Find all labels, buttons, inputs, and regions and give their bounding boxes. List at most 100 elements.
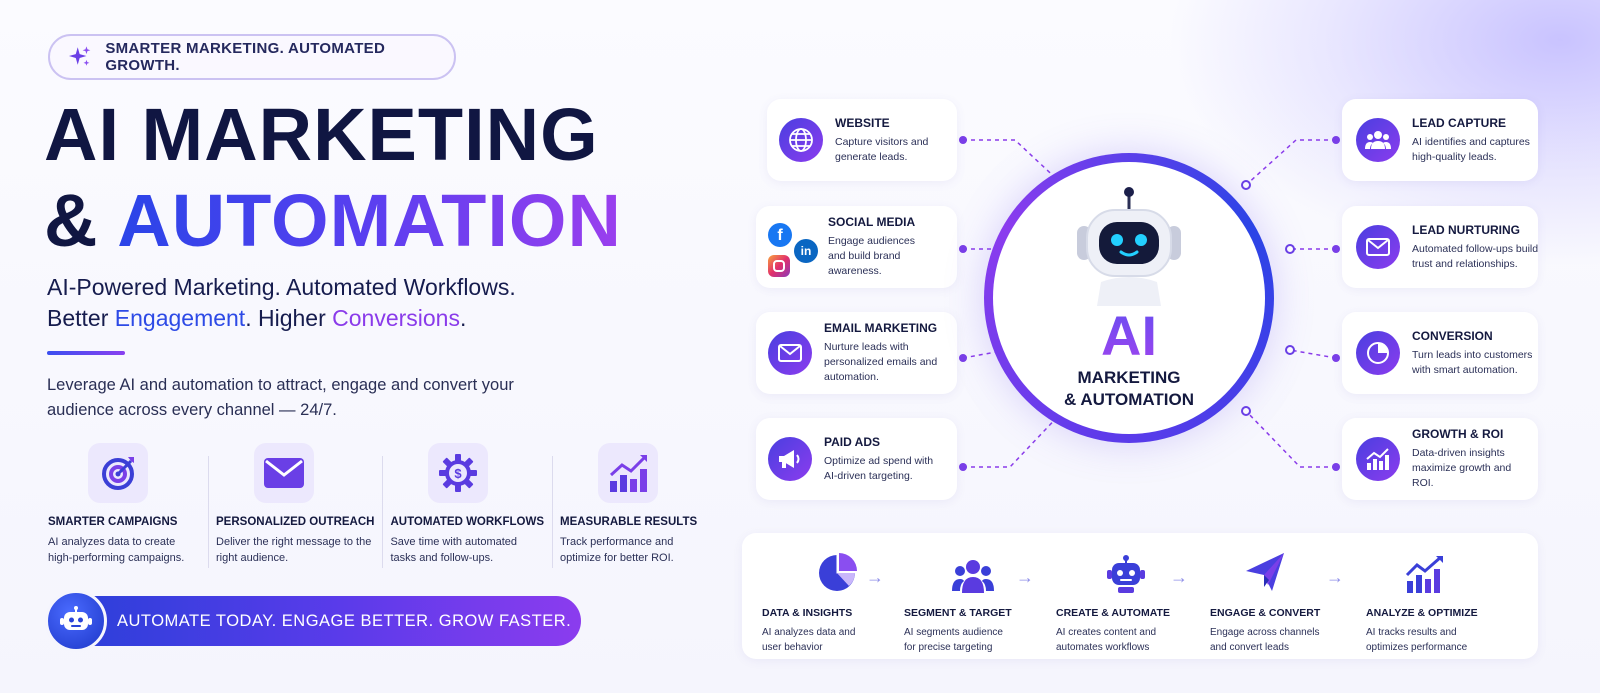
process-flow: DATA & INSIGHTS AI analyzes data and use… — [742, 533, 1538, 659]
growth-chart-icon — [1356, 437, 1400, 481]
instagram-icon — [768, 255, 790, 277]
target-icon — [88, 443, 148, 503]
feature-title: MEASURABLE RESULTS — [560, 516, 698, 528]
node-desc: Data-driven insights maximize growth and… — [1412, 447, 1512, 489]
title-highlight: AUTOMATION — [117, 179, 622, 262]
title-ampersand: & — [44, 179, 118, 262]
megaphone-icon — [768, 437, 812, 481]
envelope-icon — [254, 443, 315, 503]
arrow-right-icon: → — [1170, 567, 1188, 587]
hub-label-line-2: & AUTOMATION — [1063, 390, 1194, 409]
flow-step-title: CREATE & AUTOMATE — [1056, 607, 1170, 619]
arrow-right-icon: → — [1016, 567, 1034, 587]
flow-step-desc: AI creates content and automates workflo… — [1056, 627, 1157, 653]
subtitle-line-1: AI-Powered Marketing. Automated Workflow… — [47, 274, 516, 300]
hub-label: MARKETING & AUTOMATION — [993, 367, 1265, 411]
node-desc: Turn leads into customers with smart aut… — [1412, 348, 1533, 376]
subtitle-text: . — [459, 305, 467, 331]
node-paid-ads[interactable]: PAID ADS Optimize ad spend with AI-drive… — [756, 418, 957, 500]
hub-ai-text: AI — [993, 308, 1265, 364]
title-line-2: & AUTOMATION — [44, 178, 622, 264]
bar-chart-icon — [598, 443, 658, 503]
node-desc: Automated follow-ups build trust and rel… — [1412, 242, 1539, 270]
cta-text: AUTOMATE TODAY. ENGAGE BETTER. GROW FAST… — [117, 611, 572, 630]
node-social-media[interactable]: f in SOCIAL MEDIA Engage audiences and b… — [756, 206, 957, 288]
social-icons: f in — [766, 217, 822, 277]
node-desc: AI identifies and captures high-quality … — [1412, 135, 1530, 163]
feature-title: PERSONALIZED OUTREACH — [216, 516, 375, 528]
node-conversion[interactable]: CONVERSION Turn leads into customers wit… — [1342, 312, 1538, 394]
node-email-marketing[interactable]: EMAIL MARKETING Nurture leads with perso… — [756, 312, 957, 394]
subtitle-text: Better — [47, 305, 115, 331]
node-title: SOCIAL MEDIA — [828, 215, 916, 229]
users-icon — [904, 547, 1054, 593]
paper-plane-icon — [1210, 547, 1360, 593]
node-desc: Nurture leads with personalized emails a… — [824, 341, 938, 383]
subtitle: AI-Powered Marketing. Automated Workflow… — [47, 272, 516, 334]
node-title: EMAIL MARKETING — [824, 321, 938, 335]
node-title: LEAD NURTURING — [1412, 222, 1520, 237]
feature-measurable-results: MEASURABLE RESULTS Track performance and… — [552, 440, 720, 575]
subtitle-text: . Higher — [245, 305, 333, 331]
globe-icon — [779, 118, 823, 162]
envelope-icon — [1356, 225, 1400, 269]
node-desc: Engage audiences and build brand awarene… — [828, 235, 915, 277]
growth-chart-icon — [1366, 547, 1516, 593]
flow-step-analyze-optimize: ANALYZE & OPTIMIZE AI tracks results and… — [1366, 533, 1516, 655]
robot-icon — [1077, 187, 1181, 306]
tagline-badge: SMARTER MARKETING. AUTOMATED GROWTH. — [48, 34, 456, 80]
flow-step-title: SEGMENT & TARGET — [904, 607, 1012, 619]
feature-desc: Save time with automated tasks and follo… — [390, 536, 518, 564]
feature-desc: AI analyzes data to create high-performi… — [48, 536, 185, 564]
node-website[interactable]: WEBSITE Capture visitors and generate le… — [767, 99, 957, 181]
flow-step-desc: AI analyzes data and user behavior — [762, 627, 856, 653]
flow-step-title: ANALYZE & OPTIMIZE — [1366, 607, 1478, 619]
flow-step-desc: Engage across channels and convert leads — [1210, 627, 1320, 653]
flow-step-title: DATA & INSIGHTS — [762, 607, 853, 619]
gear-dollar-icon: $ — [428, 443, 489, 503]
linkedin-icon: in — [794, 239, 818, 263]
pie-chart-icon — [1356, 331, 1400, 375]
flow-step-data-insights: DATA & INSIGHTS AI analyzes data and use… — [762, 533, 912, 655]
node-lead-capture[interactable]: LEAD CAPTURE AI identifies and captures … — [1342, 99, 1538, 181]
feature-title: AUTOMATED WORKFLOWS — [390, 516, 544, 528]
envelope-icon — [768, 331, 812, 375]
hub-label-line-1: MARKETING — [1077, 368, 1181, 387]
svg-text:$: $ — [455, 466, 463, 481]
robot-icon — [45, 590, 107, 652]
flow-step-create-automate: CREATE & AUTOMATE AI creates content and… — [1056, 533, 1206, 655]
hub-circle: AI MARKETING & AUTOMATION — [984, 153, 1274, 443]
feature-desc: Track performance and optimize for bette… — [560, 536, 674, 564]
flow-step-segment-target: SEGMENT & TARGET AI segments audience fo… — [904, 533, 1054, 655]
node-title: WEBSITE — [835, 115, 890, 130]
feature-personalized-outreach: PERSONALIZED OUTREACH Deliver the right … — [208, 440, 382, 575]
feature-title: SMARTER CAMPAIGNS — [48, 516, 178, 528]
node-title: GROWTH & ROI — [1412, 427, 1504, 441]
page-title: AI MARKETING & AUTOMATION — [44, 92, 622, 264]
sparkle-icon — [68, 46, 91, 66]
tagline-text: SMARTER MARKETING. AUTOMATED GROWTH. — [105, 40, 386, 74]
feature-automated-workflows: $ AUTOMATED WORKFLOWS Save time with aut… — [382, 440, 552, 575]
node-desc: Optimize ad spend with AI-driven targeti… — [824, 454, 934, 482]
robot-icon — [1056, 547, 1206, 593]
pie-chart-icon — [762, 547, 912, 593]
flow-step-engage-convert: ENGAGE & CONVERT Engage across channels … — [1210, 533, 1360, 655]
node-title: LEAD CAPTURE — [1412, 115, 1507, 130]
subtitle-conversions: Conversions — [332, 305, 460, 331]
arrow-right-icon: → — [866, 567, 884, 587]
feature-smarter-campaigns: SMARTER CAMPAIGNS AI analyzes data to cr… — [40, 440, 208, 575]
node-title: PAID ADS — [824, 434, 881, 449]
node-desc: Capture visitors and generate leads. — [835, 135, 929, 163]
node-growth-roi[interactable]: GROWTH & ROI Data-driven insights maximi… — [1342, 418, 1538, 500]
node-lead-nurturing[interactable]: LEAD NURTURING Automated follow-ups buil… — [1342, 206, 1538, 288]
cta-banner[interactable]: AUTOMATE TODAY. ENGAGE BETTER. GROW FAST… — [45, 590, 581, 652]
flow-step-desc: AI tracks results and optimizes performa… — [1366, 627, 1468, 653]
subtitle-line-2: Better Engagement. Higher Conversions. — [47, 303, 516, 334]
title-divider — [47, 351, 125, 355]
users-icon — [1356, 118, 1400, 162]
flow-step-desc: AI segments audience for precise targeti… — [904, 627, 1003, 653]
feature-desc: Deliver the right message to the right a… — [216, 536, 372, 564]
title-line-1: AI MARKETING — [44, 93, 599, 176]
arrow-right-icon: → — [1326, 567, 1344, 587]
description: Leverage AI and automation to attract, e… — [47, 376, 514, 419]
